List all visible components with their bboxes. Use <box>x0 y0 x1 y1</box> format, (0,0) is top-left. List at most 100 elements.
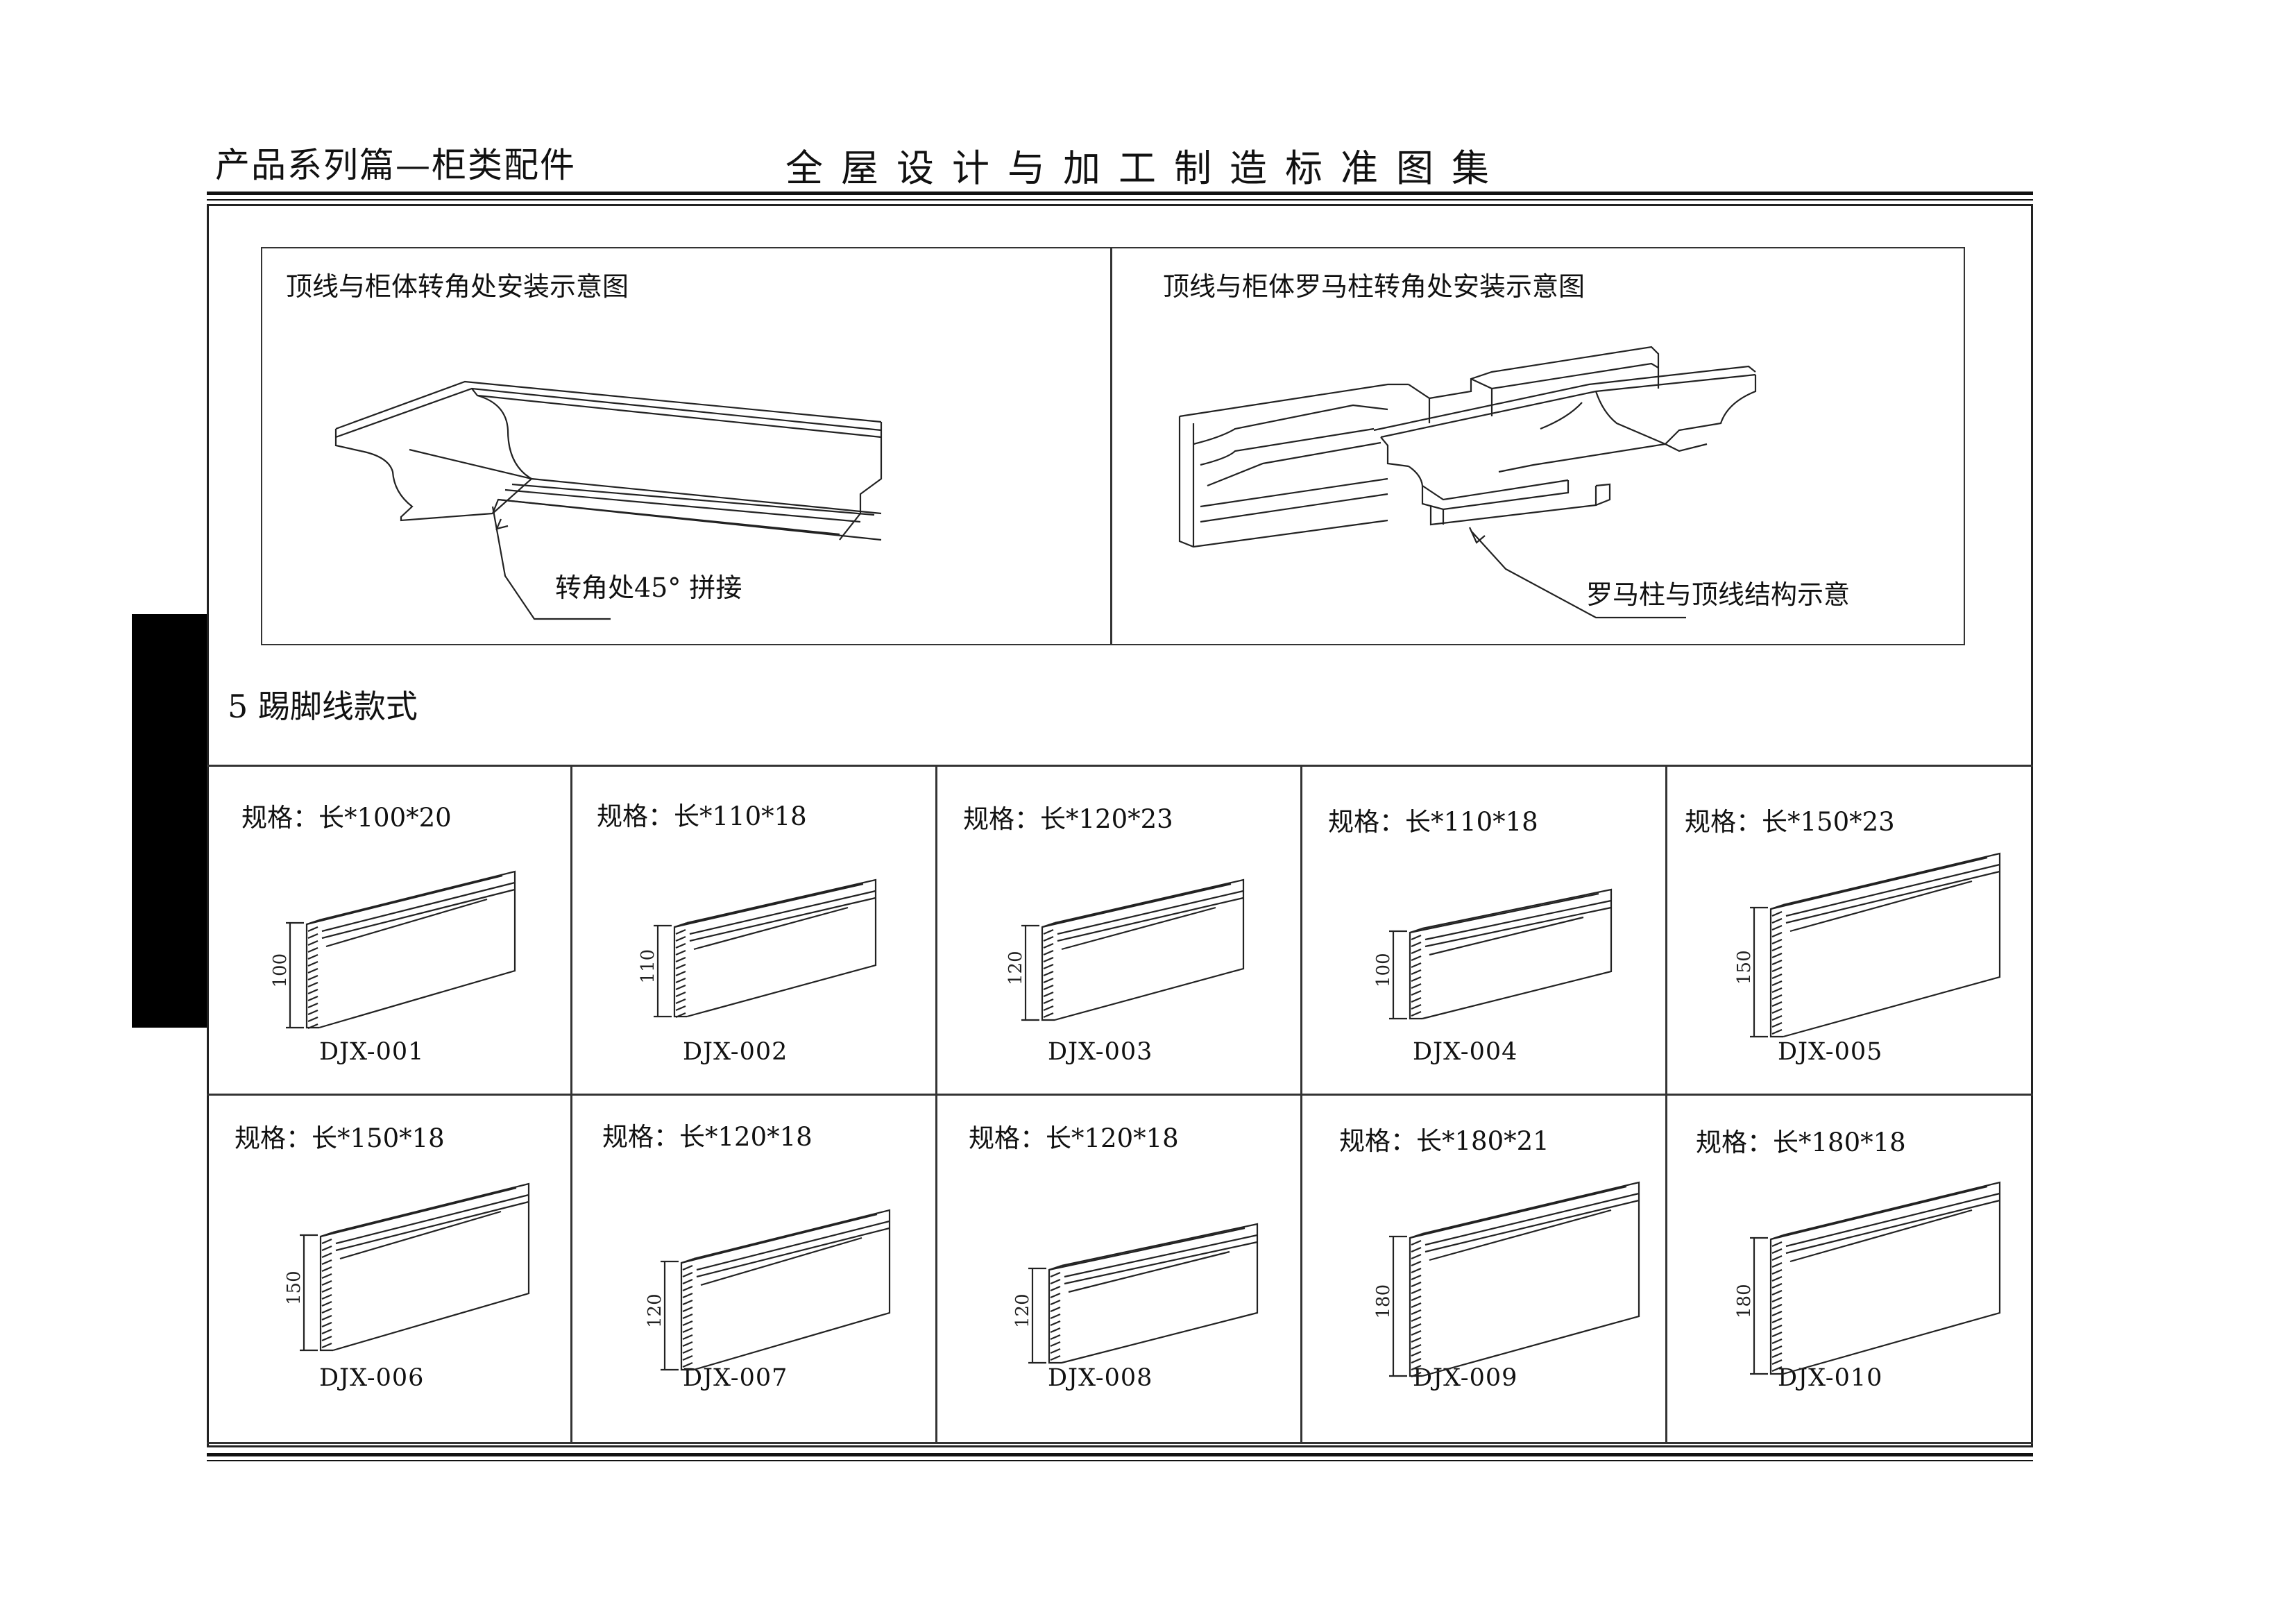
edge-hatch <box>1771 1296 1783 1303</box>
edge-hatch <box>1771 959 1783 966</box>
edge-hatch <box>1043 942 1054 949</box>
edge-hatch <box>675 984 686 991</box>
edge-hatch <box>1043 963 1054 970</box>
board-top-edge <box>1041 883 1232 928</box>
edge-hatch <box>682 1354 693 1361</box>
board-front <box>318 870 516 1029</box>
groove-line <box>1061 906 1216 951</box>
edge-hatch <box>307 953 318 960</box>
edge-hatch <box>321 1252 332 1259</box>
header-rule-thin <box>207 199 2033 201</box>
edge-hatch <box>1771 924 1783 931</box>
edge-hatch <box>1771 980 1783 987</box>
edge-hatch <box>321 1321 332 1328</box>
section-title: 5 踢脚线款式 <box>228 688 418 725</box>
edge-hatch <box>1411 1295 1422 1302</box>
edge-hatch <box>1771 987 1783 994</box>
edge-hatch <box>1411 969 1422 976</box>
edge-hatch <box>1771 1275 1783 1282</box>
board-front <box>693 1209 891 1371</box>
dimension-label: 120 <box>645 1293 665 1328</box>
groove-line <box>321 888 516 940</box>
edge-hatch <box>1411 934 1422 941</box>
edge-hatch <box>1043 970 1054 977</box>
groove-line <box>1425 906 1612 948</box>
edge-hatch <box>307 974 318 981</box>
board-front <box>686 878 877 1018</box>
edge-hatch <box>1043 984 1054 991</box>
drawing-frame <box>207 204 2033 1447</box>
dimension-label: 100 <box>270 953 291 988</box>
edge-hatch <box>1411 1288 1422 1295</box>
groove-line <box>689 897 876 942</box>
board-top-edge <box>320 1187 517 1238</box>
board-front <box>1422 888 1613 1020</box>
edge-hatch <box>1771 1021 1783 1028</box>
profile-code-1: DJX-001 <box>319 1038 425 1066</box>
edge-hatch <box>1771 1366 1783 1373</box>
edge-hatch <box>1043 998 1054 1005</box>
groove-line <box>1425 1199 1640 1253</box>
edge-hatch <box>675 963 686 970</box>
edge-hatch <box>1771 1352 1783 1359</box>
edge-hatch <box>682 1271 693 1278</box>
edge-hatch <box>1771 1345 1783 1352</box>
edge-hatch <box>1411 989 1422 996</box>
edge-hatch <box>307 926 318 933</box>
left-diagram-title: 顶线与柜体转角处安装示意图 <box>286 271 629 302</box>
grid-top-line <box>207 765 2033 767</box>
edge-hatch <box>321 1238 332 1245</box>
groove-line <box>1064 1241 1258 1285</box>
edge-hatch <box>1411 1316 1422 1323</box>
edge-hatch <box>682 1264 693 1271</box>
profile-code-9: DJX-009 <box>1413 1364 1518 1392</box>
profile-spec-1: 规格：长*100*20 <box>241 803 452 833</box>
edge-hatch <box>1771 1268 1783 1275</box>
board-top-edge <box>674 883 864 928</box>
edge-hatch <box>682 1327 693 1334</box>
edge-hatch <box>1771 1324 1783 1331</box>
profile-spec-9: 规格：长*180*21 <box>1339 1126 1549 1156</box>
edge-hatch <box>321 1259 332 1266</box>
edge-hatch <box>1411 1281 1422 1288</box>
edge-hatch <box>1771 910 1783 917</box>
edge-hatch <box>1411 1336 1422 1343</box>
grid-col-line-1 <box>570 765 572 1442</box>
edge-hatch <box>1043 1005 1054 1012</box>
edge-hatch <box>1050 1306 1061 1313</box>
edge-hatch <box>1050 1292 1061 1299</box>
edge-hatch <box>321 1342 332 1349</box>
edge-hatch <box>675 935 686 942</box>
edge-hatch <box>321 1280 332 1286</box>
edge-hatch <box>675 970 686 977</box>
groove-line <box>1429 1209 1612 1261</box>
edge-hatch <box>675 991 686 998</box>
edge-hatch <box>1771 1359 1783 1366</box>
edge-hatch <box>1411 1267 1422 1274</box>
edge-hatch <box>1411 1246 1422 1253</box>
edge-hatch <box>1771 1303 1783 1310</box>
edge-hatch <box>1411 941 1422 948</box>
edge-hatch <box>1411 1329 1422 1336</box>
edge-hatch <box>1050 1320 1061 1327</box>
edge-hatch <box>1043 928 1054 935</box>
edge-hatch <box>682 1285 693 1292</box>
dimension-label: 120 <box>1005 951 1026 985</box>
edge-hatch <box>1411 1260 1422 1267</box>
edge-hatch <box>1050 1348 1061 1354</box>
profile-code-8: DJX-008 <box>1048 1364 1153 1392</box>
skirting-profile-1: 100 <box>270 870 516 1030</box>
edge-hatch <box>1771 1331 1783 1338</box>
edge-hatch <box>1771 931 1783 938</box>
edge-hatch <box>321 1328 332 1335</box>
skirting-profile-4: 100 <box>1373 888 1613 1020</box>
profile-code-10: DJX-010 <box>1778 1364 1883 1392</box>
groove-line <box>335 1193 529 1245</box>
edge-hatch <box>1411 1010 1422 1017</box>
board-front <box>332 1182 530 1352</box>
edge-hatch <box>321 1300 332 1307</box>
right-diagram-title: 顶线与柜体罗马柱转角处安装示意图 <box>1163 271 1585 302</box>
edge-hatch <box>321 1286 332 1293</box>
edge-hatch <box>682 1313 693 1320</box>
grid-col-line-4 <box>1665 765 1667 1442</box>
